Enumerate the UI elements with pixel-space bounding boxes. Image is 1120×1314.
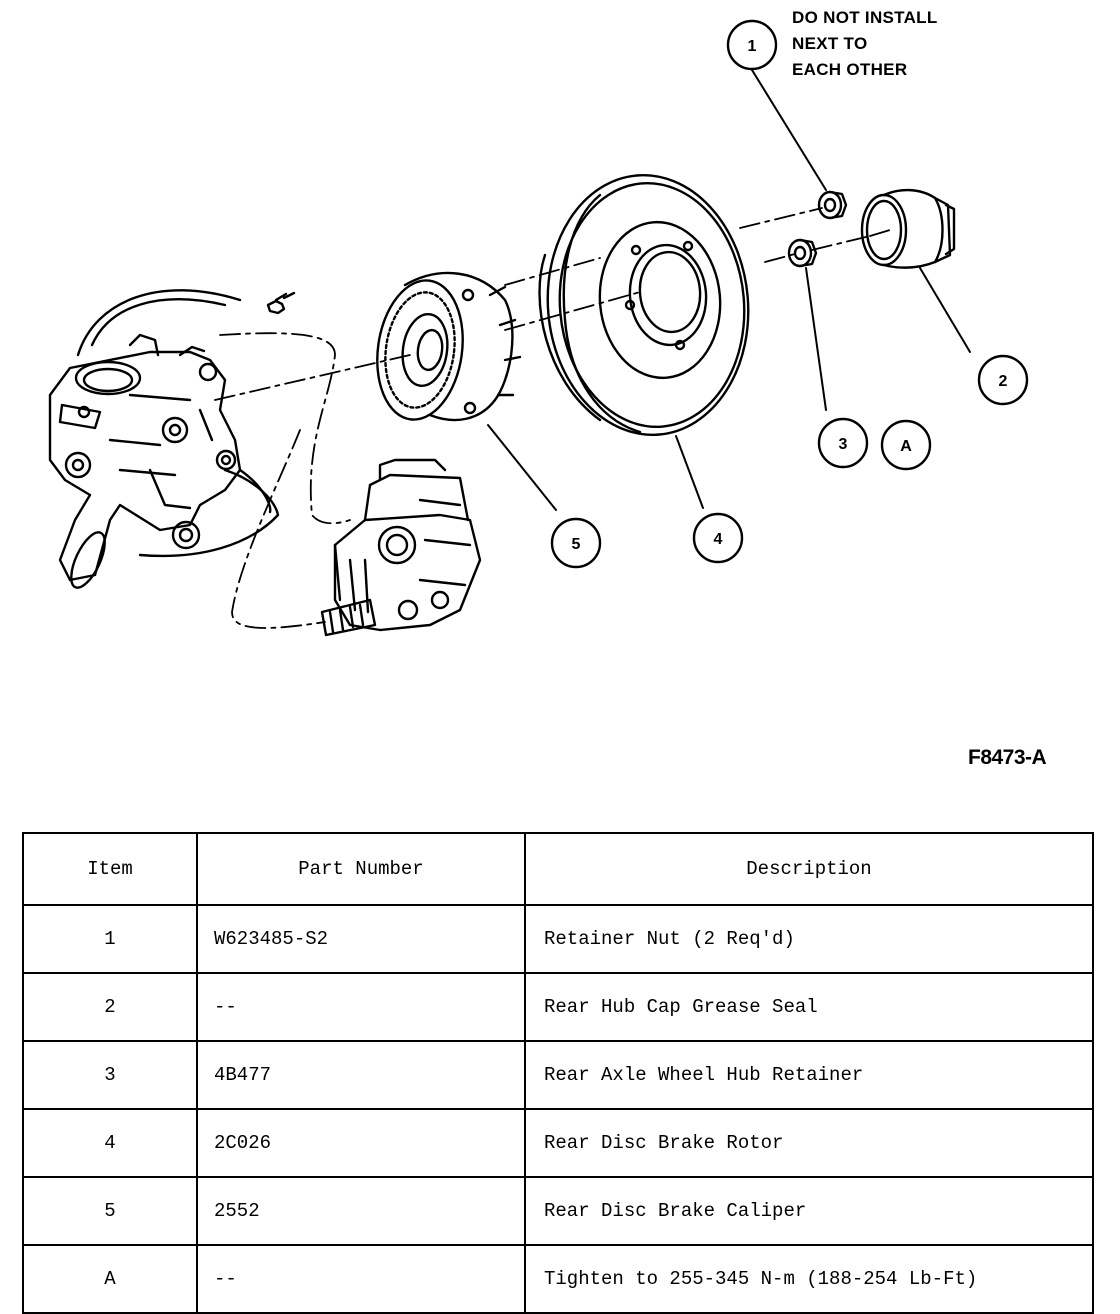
cell-part-number: 4B477 [196,1040,526,1110]
header-description: Description [524,832,1094,906]
cell-part-number: 2C026 [196,1108,526,1178]
knuckle-illustration [48,333,242,589]
install-note-line-1: DO NOT INSTALL [792,8,938,27]
cell-item: A [22,1244,198,1314]
svg-text:4: 4 [714,531,723,548]
caliper-illustration [320,458,482,637]
retainer-nuts-illustration [787,190,848,268]
cell-description: Rear Axle Wheel Hub Retainer [524,1040,1094,1110]
cell-part-number: -- [196,972,526,1042]
cell-item: 5 [22,1176,198,1246]
cell-item: 4 [22,1108,198,1178]
svg-text:1: 1 [748,38,757,55]
table-header-row: Item Part Number Description [22,832,1094,906]
table-row: 4 2C026 Rear Disc Brake Rotor [22,1108,1094,1178]
table-row: 5 2552 Rear Disc Brake Caliper [22,1176,1094,1246]
callout-3: 3 [817,417,869,469]
cell-description: Retainer Nut (2 Req'd) [524,904,1094,974]
cell-description: Rear Disc Brake Caliper [524,1176,1094,1246]
svg-text:A: A [900,438,912,455]
header-part-number: Part Number [196,832,526,906]
svg-text:3: 3 [839,436,848,453]
cell-part-number: 2552 [196,1176,526,1246]
grease-seal-illustration [860,188,956,269]
cell-item: 3 [22,1040,198,1110]
table-row: 1 W623485-S2 Retainer Nut (2 Req'd) [22,904,1094,974]
header-item: Item [22,832,198,906]
rotor-illustration [538,174,750,436]
table-row: 3 4B477 Rear Axle Wheel Hub Retainer [22,1040,1094,1110]
cell-description: Tighten to 255-345 N-m (188-254 Lb-Ft) [524,1244,1094,1314]
callout-2: 2 [977,354,1029,406]
cell-item: 2 [22,972,198,1042]
svg-text:2: 2 [999,373,1008,390]
table-row: 2 -- Rear Hub Cap Grease Seal [22,972,1094,1042]
callout-leaders [487,69,971,511]
exploded-view-diagram: 1 2 3 A 4 5 [48,19,1029,637]
parts-table: Item Part Number Description 1 W623485-S… [22,832,1094,1314]
cell-item: 1 [22,904,198,974]
install-note-line-3: EACH OTHER [792,60,908,79]
assembly-centerlines [214,207,891,629]
table-row: A -- Tighten to 255-345 N-m (188-254 Lb-… [22,1244,1094,1314]
callout-4: 4 [692,512,744,564]
callout-1: 1 [726,19,778,71]
callout-a: A [880,419,932,471]
cell-part-number: -- [196,1244,526,1314]
svg-text:5: 5 [572,536,581,553]
hub-illustration [376,271,522,422]
callout-5: 5 [550,517,602,569]
figure-id: F8473-A [968,746,1047,769]
cell-description: Rear Hub Cap Grease Seal [524,972,1094,1042]
cell-description: Rear Disc Brake Rotor [524,1108,1094,1178]
dust-shield-illustration [76,289,296,558]
install-note-line-2: NEXT TO [792,34,868,53]
cell-part-number: W623485-S2 [196,904,526,974]
